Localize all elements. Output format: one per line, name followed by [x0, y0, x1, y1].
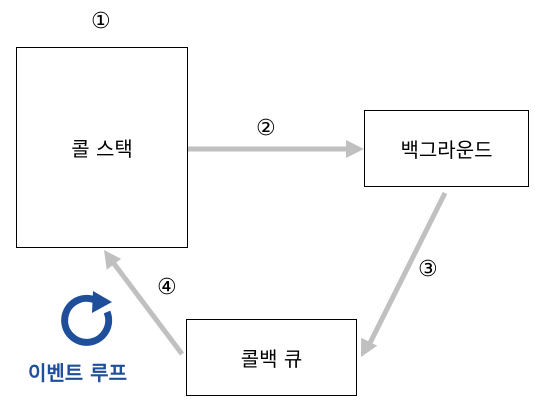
step-3-marker: ③	[418, 257, 438, 282]
call-stack-label: 콜 스택	[71, 137, 133, 161]
callback-queue-label: 콜백 큐	[240, 347, 303, 371]
background-box: 백그라운드	[364, 110, 529, 187]
arrow-queue-to-stack	[104, 250, 184, 356]
background-label: 백그라운드	[400, 138, 493, 162]
callback-queue-box: 콜백 큐	[186, 319, 357, 396]
arrow-stack-to-background	[188, 140, 364, 158]
call-stack-box: 콜 스택	[16, 47, 188, 248]
step-2-marker: ②	[256, 116, 276, 141]
step-1-marker: ①	[91, 9, 111, 34]
step-4-marker: ④	[157, 275, 177, 300]
event-loop-label: 이벤트 루프	[28, 361, 127, 385]
refresh-icon	[61, 291, 113, 346]
arrow-background-to-queue	[361, 191, 448, 357]
